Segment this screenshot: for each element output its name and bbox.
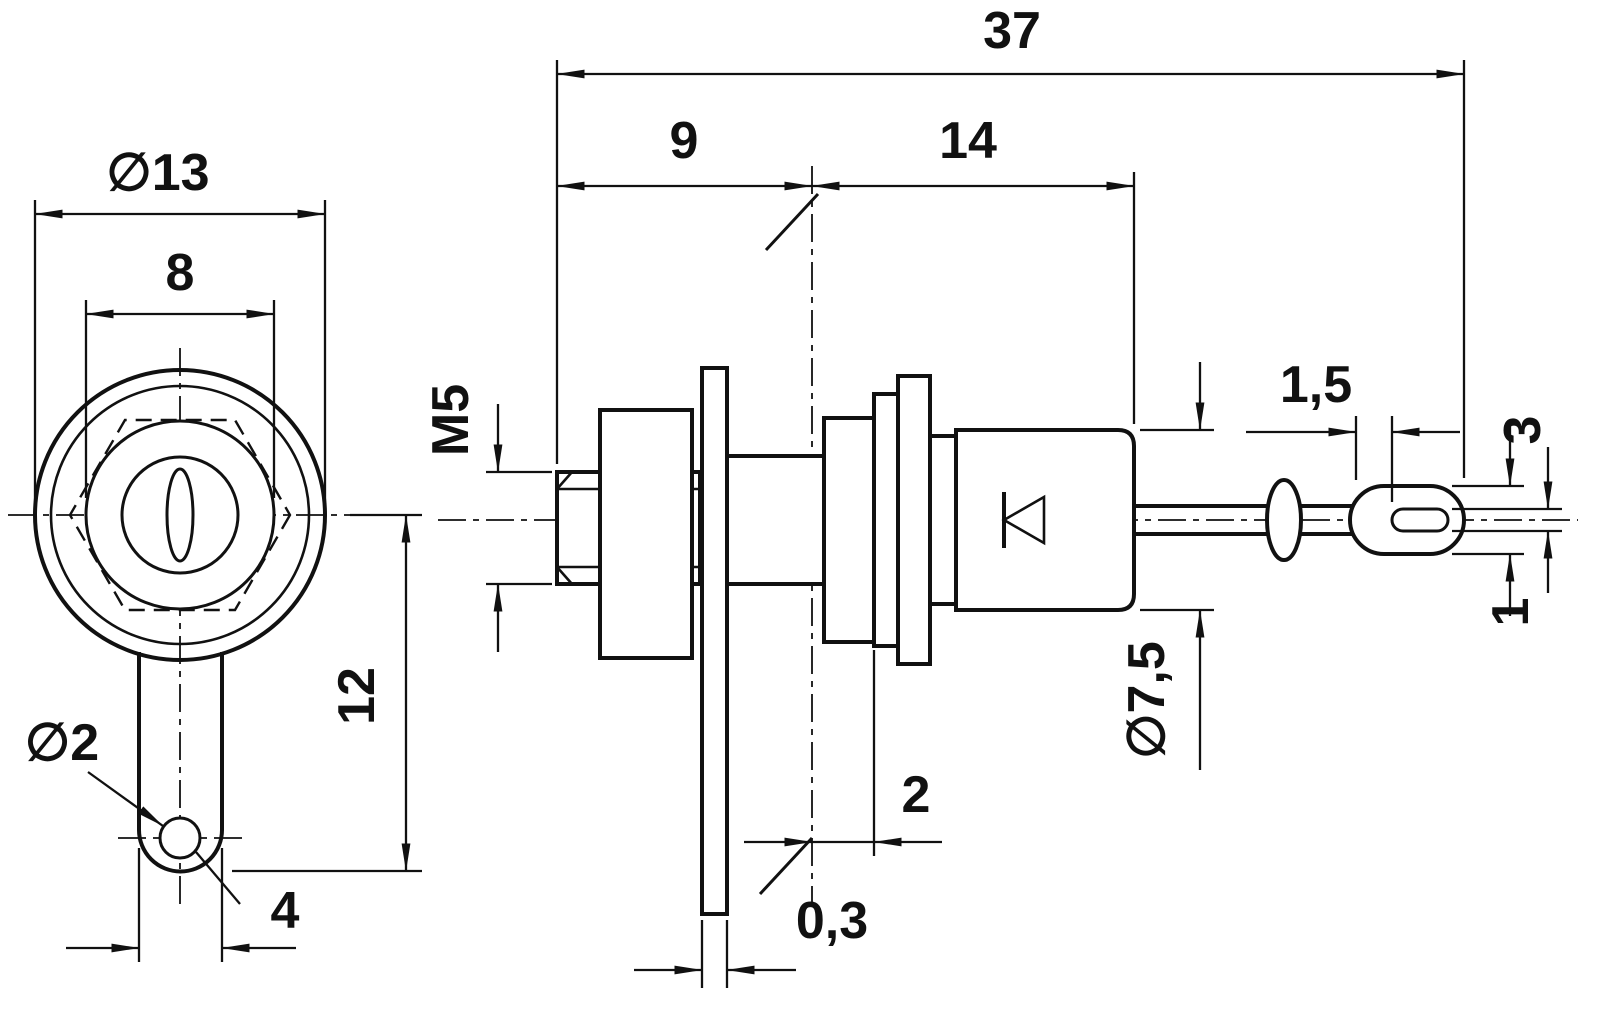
dim-label-collar-offset: 2 xyxy=(902,766,931,824)
dimension-terminal-height: 3 xyxy=(1452,416,1552,616)
solder-lug-plate xyxy=(700,366,729,916)
dim-label-lug-length: 12 xyxy=(328,667,386,725)
dim-label-body-length: 14 xyxy=(939,112,997,170)
dimension-body-length: 14 xyxy=(811,112,1136,424)
dimension-lug-length: 12 xyxy=(232,513,422,873)
chamfer-line xyxy=(556,566,573,585)
hex-nut xyxy=(598,408,694,660)
dimension-body-diameter: ∅7,5 xyxy=(1118,362,1214,770)
dimension-thread-length: 9 xyxy=(556,112,813,191)
leader-line xyxy=(87,771,164,827)
diode-symbol-triangle xyxy=(1001,494,1046,546)
chamfer-line xyxy=(556,471,573,490)
dim-label-thread-size: M5 xyxy=(422,384,480,456)
dim-label-total-length: 37 xyxy=(983,2,1041,60)
dimension-plate-thickness: 0,3 xyxy=(634,892,868,988)
terminal-slot xyxy=(1390,507,1450,533)
dim-label-terminal-height: 3 xyxy=(1494,416,1552,445)
side-view: 37 9 14 M5 ∅7,5 xyxy=(422,2,1578,988)
outer-flange-circle xyxy=(33,368,327,662)
glass-bead xyxy=(1265,478,1303,562)
dimension-terminal-flat: 1,5 xyxy=(1246,356,1460,502)
dim-label-plate-thickness: 0,3 xyxy=(796,892,868,950)
neck xyxy=(928,434,958,606)
front-view: ∅13 8 12 ∅2 4 xyxy=(8,144,422,962)
dim-label-hole-diameter: ∅2 xyxy=(25,714,99,772)
plane-slash-bottom xyxy=(758,836,814,896)
solder-lug-outline xyxy=(137,652,224,874)
dim-label-body-diameter: ∅7,5 xyxy=(1118,641,1176,759)
collar xyxy=(822,416,876,644)
dimension-total-length: 37 xyxy=(555,2,1466,478)
dimension-hub-diameter: 8 xyxy=(84,244,276,498)
lug-hole xyxy=(158,816,202,860)
hex-nut-outline xyxy=(68,418,292,612)
dim-label-terminal-flat: 1,5 xyxy=(1280,356,1352,414)
dimension-slot-height: 1 xyxy=(1452,447,1562,626)
dim-label-slot-height: 1 xyxy=(1482,598,1540,627)
dim-label-thread-length: 9 xyxy=(670,112,699,170)
washer-small xyxy=(872,392,900,648)
plane-slash-top xyxy=(764,192,820,252)
dimension-collar-offset: 2 xyxy=(744,650,942,856)
screw-slot xyxy=(165,467,195,563)
flange-ring-circle xyxy=(49,384,311,646)
dim-label-outer-diameter: ∅13 xyxy=(106,144,209,202)
leader-tail xyxy=(195,851,241,905)
dimension-thread-size: M5 xyxy=(422,384,552,652)
dimension-hole-diameter: ∅2 xyxy=(25,714,241,905)
dimension-outer-diameter: ∅13 xyxy=(33,144,327,502)
washer-large xyxy=(896,374,932,666)
dim-label-lug-width: 4 xyxy=(271,882,300,940)
dimension-lug-width: 4 xyxy=(66,848,300,962)
component-outline xyxy=(555,366,1466,916)
shank xyxy=(725,454,826,586)
dim-label-hub: 8 xyxy=(166,244,195,302)
